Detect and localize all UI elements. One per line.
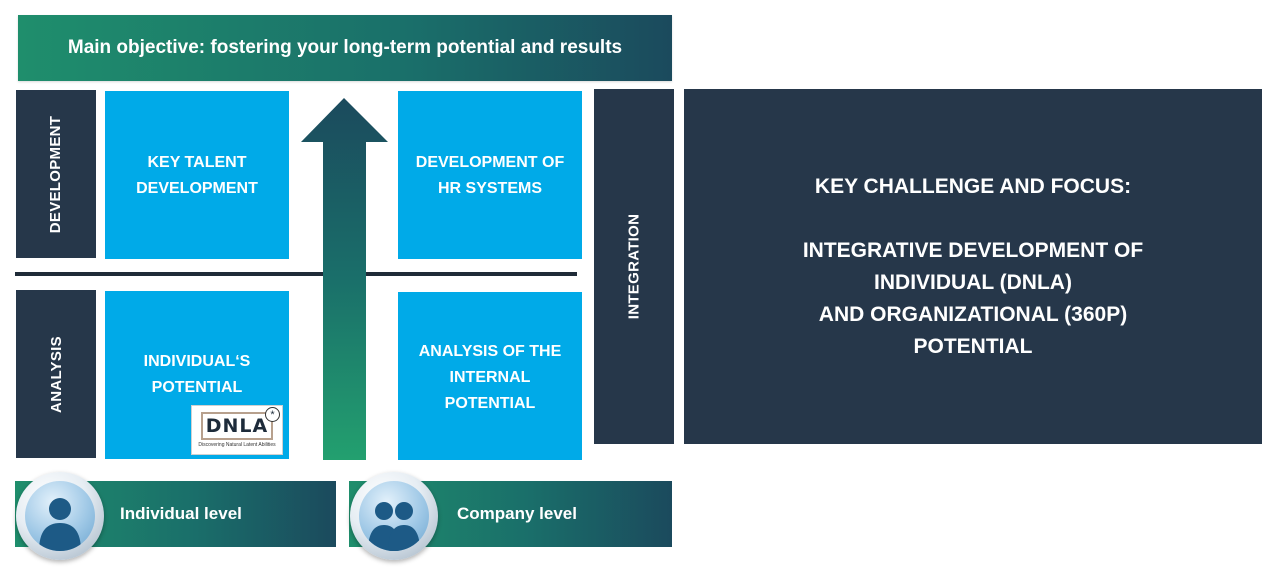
main-objective-banner: Main objective: fostering your long-term…	[18, 15, 672, 81]
internal-potential-text: ANALYSIS OF THE INTERNAL POTENTIAL	[418, 343, 562, 412]
hr-systems-box: DEVELOPMENT OF HR SYSTEMS	[398, 91, 582, 259]
key-talent-development-box: KEY TALENT DEVELOPMENT	[105, 91, 289, 259]
person-icon	[39, 498, 81, 551]
analysis-row-label: ANALYSIS	[16, 290, 96, 458]
challenge-line-2: INDIVIDUAL (DNLA)	[874, 270, 1072, 294]
asterisk-icon: *	[265, 407, 280, 422]
company-level-text: Company level	[457, 504, 577, 523]
internal-potential-box: ANALYSIS OF THE INTERNAL POTENTIAL	[398, 292, 582, 460]
analysis-label-text: ANALYSIS	[47, 335, 65, 413]
main-objective-text: Main objective: fostering your long-term…	[67, 37, 623, 58]
challenge-line-3: AND ORGANIZATIONAL (360P)	[818, 302, 1128, 326]
upward-arrow-icon	[301, 98, 388, 460]
dnla-logo-mark: DNLA	[200, 412, 274, 440]
hr-systems-text: DEVELOPMENT OF HR SYSTEMS	[415, 154, 565, 197]
individual-level-text: Individual level	[120, 504, 242, 523]
dnla-logo: * DNLA Discovering Natural Latent Abilit…	[191, 405, 283, 455]
development-row-label: DEVELOPMENT	[16, 90, 96, 258]
dnla-tagline: Discovering Natural Latent Abilities	[198, 442, 276, 448]
integration-label-text: INTEGRATION	[625, 213, 643, 320]
integration-bar: INTEGRATION	[594, 89, 674, 444]
individual-avatar	[16, 472, 104, 560]
level-divider	[15, 272, 577, 276]
development-label-text: DEVELOPMENT	[47, 115, 65, 233]
challenge-line-1: INTEGRATIVE DEVELOPMENT OF	[802, 238, 1144, 262]
key-talent-development-text: KEY TALENT DEVELOPMENT	[136, 154, 258, 197]
challenge-line-4: POTENTIAL	[913, 334, 1033, 358]
group-icon	[368, 502, 420, 551]
challenge-heading: KEY CHALLENGE AND FOCUS:	[814, 174, 1132, 198]
company-avatar	[350, 472, 438, 560]
key-challenge-panel: KEY CHALLENGE AND FOCUS: INTEGRATIVE DEV…	[684, 89, 1262, 444]
individual-potential-text: INDIVIDUAL‘S POTENTIAL	[143, 353, 251, 396]
